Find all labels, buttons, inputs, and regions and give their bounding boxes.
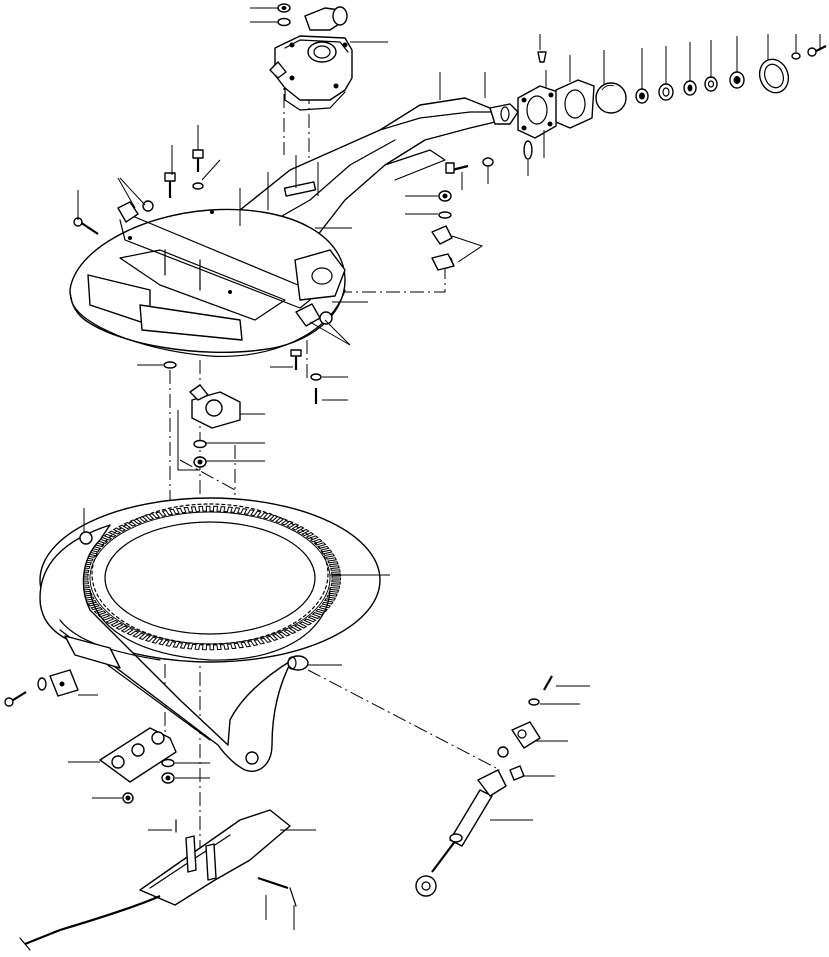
- washer-icon: [277, 17, 291, 27]
- washer-stack: [635, 71, 745, 104]
- nut-icon: [277, 3, 291, 13]
- bolt-icon: [73, 149, 322, 404]
- foot-pedal: [19, 809, 297, 951]
- bracket-clamp: [189, 384, 241, 468]
- bolt-icon: [445, 140, 533, 174]
- end-cap: [758, 58, 790, 94]
- bracket-clamp: [99, 727, 177, 804]
- cylinder-clevis: [497, 675, 553, 781]
- turntable-plate: [69, 200, 346, 358]
- bolt-icon: [4, 677, 47, 707]
- leader-lines: [68, 7, 821, 930]
- ring-gear: [39, 497, 381, 663]
- flange-cover: [517, 85, 559, 139]
- gasket: [555, 79, 595, 129]
- cover-plate: [49, 669, 79, 697]
- gear-teeth: [78, 505, 342, 651]
- bolt-icon: [791, 45, 827, 60]
- swing-frame: [39, 524, 293, 772]
- hydraulic-cylinder: [415, 769, 507, 897]
- pivot-pin-icon: [287, 655, 309, 671]
- ball: [595, 82, 627, 114]
- grease-fitting-icon: [537, 51, 547, 63]
- gear-teeth-outline: [78, 505, 342, 651]
- nut-icon: [431, 190, 455, 271]
- valve-block: [269, 6, 353, 111]
